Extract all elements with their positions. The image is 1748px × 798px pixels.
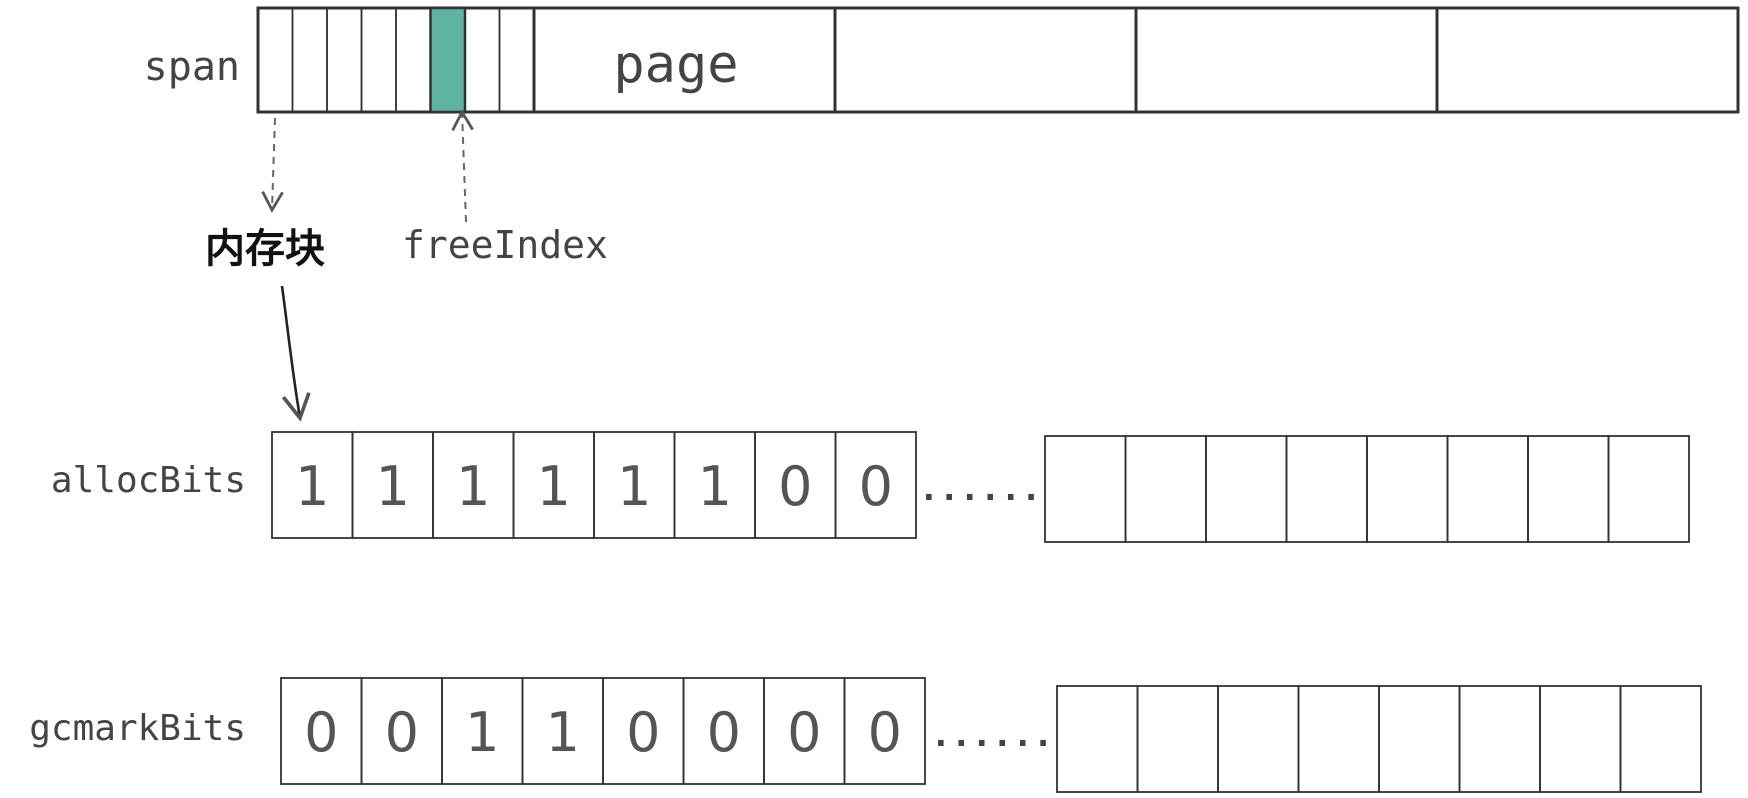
- memory-block-pointer-arrow: [261, 117, 284, 213]
- gcmarkbits-bit-value: 0: [707, 701, 741, 764]
- allocbits-bit-value: 1: [456, 455, 490, 518]
- allocbits-bit-value: 0: [778, 455, 812, 518]
- allocbits-empty-cell: [1044, 435, 1127, 543]
- page-label: page: [613, 35, 738, 95]
- span-slot: [464, 7, 501, 113]
- allocbits-bit-value: 1: [617, 455, 651, 518]
- span-slot: [395, 7, 432, 113]
- memory-block-to-allocbits-arrow: [280, 285, 311, 422]
- memory-block-label: 内存块: [205, 226, 325, 272]
- gcmarkbits-bit-value: 0: [304, 701, 338, 764]
- gcmarkbits-empty-cell: [1378, 685, 1461, 793]
- allocbits-trailing-cells: [1044, 435, 1690, 543]
- allocbits-cell: [834, 431, 917, 539]
- free-index-label: freeIndex: [402, 223, 608, 267]
- span-outline: [256, 6, 1740, 114]
- gcmarkbits-bit-value: 1: [546, 701, 580, 764]
- allocbits-bit-value: 1: [537, 455, 571, 518]
- allocbits-bit-value: 1: [698, 455, 732, 518]
- span-pages: [532, 8, 1439, 112]
- span-slot: [291, 7, 328, 113]
- allocbits-empty-cell: [1366, 435, 1449, 543]
- allocbits-empty-cell: [1124, 435, 1207, 543]
- span-slot: [257, 7, 294, 113]
- gcmarkbits-bit-value: 0: [626, 701, 660, 764]
- allocbits-bit-value: 1: [295, 455, 329, 518]
- span-slot: [326, 7, 363, 113]
- gcmarkbits-trailing-cells: [1056, 685, 1702, 793]
- span-slot: [360, 7, 397, 113]
- allocbits-bit-value: 0: [859, 455, 893, 518]
- gcmarkbits-empty-cell: [1539, 685, 1622, 793]
- allocbits-label: allocBits: [51, 460, 246, 501]
- allocbits-bit-value: 1: [376, 455, 410, 518]
- allocbits-empty-cell: [1285, 435, 1368, 543]
- gcmarkbits-ellipsis: ......: [931, 715, 1054, 755]
- gcmarkbits-empty-cell: [1056, 685, 1139, 793]
- gcmarkbits-label: gcmarkBits: [29, 708, 246, 749]
- gcmarkbits-bit-value: 0: [868, 701, 902, 764]
- gcmarkbits-empty-cell: [1458, 685, 1541, 793]
- span-row: span page: [144, 6, 1740, 114]
- span-object-slots: [257, 6, 535, 114]
- allocbits-empty-cell: [1607, 435, 1690, 543]
- allocbits-empty-cell: [1205, 435, 1288, 543]
- span-slot: [498, 7, 535, 113]
- gcmarkbits-cell: [843, 677, 926, 785]
- allocbits-empty-cell: [1527, 435, 1610, 543]
- gcmarkbits-bit-value: 0: [385, 701, 419, 764]
- gcmarkbits-empty-cell: [1619, 685, 1702, 793]
- free-index-pointer-arrow: [451, 109, 474, 223]
- gcmarkbits-empty-cell: [1217, 685, 1300, 793]
- allocbits-empty-cell: [1446, 435, 1529, 543]
- span-slot-free-index: [429, 6, 467, 114]
- span-label: span: [144, 44, 240, 90]
- gcmarkbits-bit-value: 0: [787, 701, 821, 764]
- gcmarkbits-bit-value: 1: [465, 701, 499, 764]
- gcmarkbits-empty-cell: [1297, 685, 1380, 793]
- gcmarkbits-empty-cell: [1136, 685, 1219, 793]
- allocbits-ellipsis: ......: [919, 469, 1042, 509]
